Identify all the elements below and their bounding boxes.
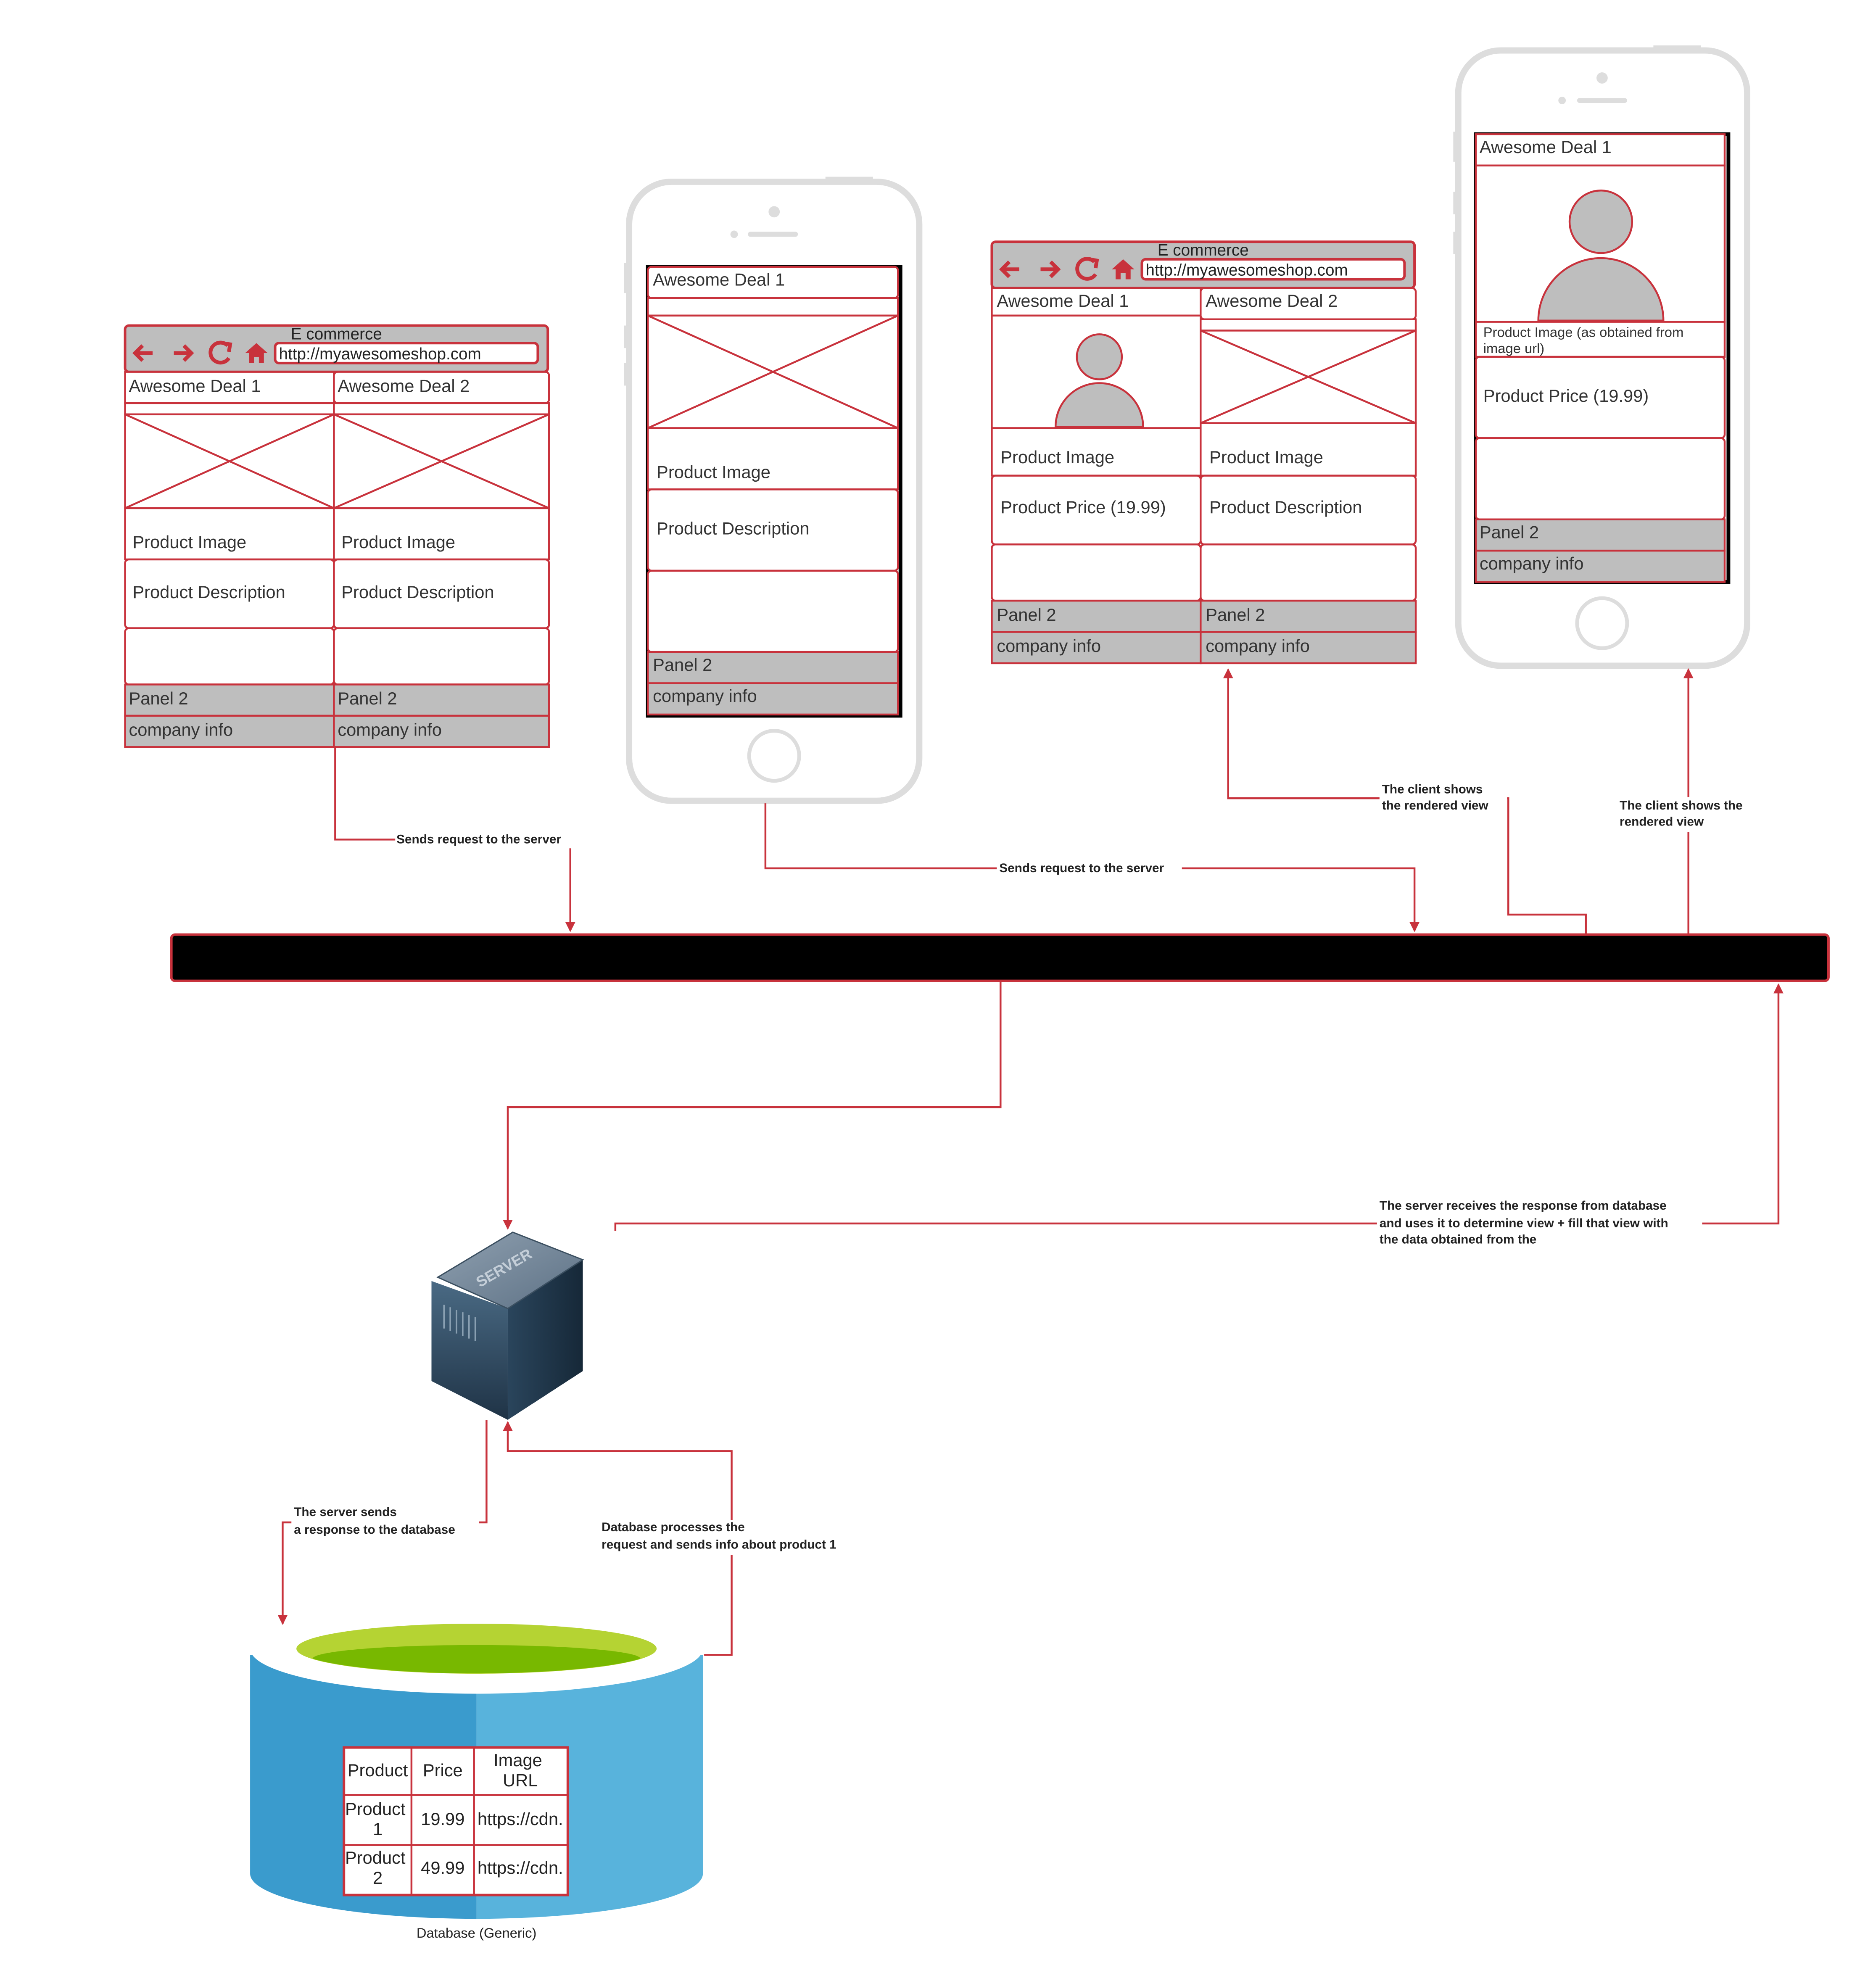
product-image-label: Product Image bbox=[132, 532, 246, 552]
table-header-image-url: Image URL bbox=[493, 1750, 547, 1790]
browser-mockup-1: E commerce http://myawesomeshop.com Awes bbox=[124, 324, 550, 748]
product-price-label: Product Price (19.99) bbox=[1483, 386, 1649, 406]
deal-1-title: Awesome Deal 1 bbox=[653, 269, 785, 289]
product-image-url-label: Product Image (as obtained from image ur… bbox=[1483, 324, 1688, 356]
table-header-product: Product bbox=[348, 1760, 408, 1780]
deal-2-title: Awesome Deal 2 bbox=[1206, 291, 1338, 311]
label-client-shows-2: The client shows the rendered view bbox=[1620, 799, 1746, 829]
company-info-label: company info bbox=[1206, 636, 1310, 656]
product-image-label: Product Image bbox=[657, 462, 770, 482]
product-description-label: Product Description bbox=[341, 582, 494, 602]
company-info-label: company info bbox=[1480, 554, 1584, 573]
label-sends-request-1: Sends request to the server bbox=[396, 832, 561, 846]
product-image-label: Product Image bbox=[1000, 447, 1114, 467]
home-button[interactable] bbox=[1575, 596, 1629, 650]
table-cell-product-1: Product 1 bbox=[345, 1799, 410, 1839]
database-caption: Database (Generic) bbox=[417, 1925, 537, 1941]
url-text: http://myawesomeshop.com bbox=[279, 345, 481, 363]
label-server-receives: The server receives the response from da… bbox=[1380, 1199, 1672, 1246]
arrow-right-icon[interactable] bbox=[1040, 260, 1061, 278]
server-bus bbox=[170, 933, 1830, 982]
table-cell-url-2: https://cdn. bbox=[478, 1858, 563, 1878]
panel-2-label: Panel 2 bbox=[997, 605, 1056, 625]
arrow-left-icon[interactable] bbox=[132, 344, 153, 362]
panel-2-label: Panel 2 bbox=[129, 688, 188, 708]
panel-2-label: Panel 2 bbox=[1206, 605, 1265, 625]
label-sends-request-2: Sends request to the server bbox=[999, 861, 1164, 875]
product-card-2 bbox=[1200, 287, 1417, 665]
product-price-label: Product Price (19.99) bbox=[1000, 497, 1166, 517]
deal-1-title: Awesome Deal 1 bbox=[1480, 137, 1612, 157]
speaker-icon bbox=[1577, 98, 1627, 103]
product-description-label: Product Description bbox=[132, 582, 285, 602]
arrow-right-icon[interactable] bbox=[174, 344, 194, 362]
product-image-label: Product Image bbox=[1209, 447, 1323, 467]
url-bar[interactable] bbox=[1140, 258, 1406, 281]
speaker-icon bbox=[748, 232, 798, 237]
arrow-left-icon[interactable] bbox=[999, 260, 1019, 278]
table-cell-product-2: Product 2 bbox=[345, 1848, 410, 1888]
browser-title: E commerce bbox=[1158, 241, 1249, 259]
home-icon[interactable] bbox=[245, 343, 268, 363]
connectors bbox=[277, 668, 1784, 1656]
home-icon[interactable] bbox=[1112, 259, 1135, 280]
product-description-label: Product Description bbox=[657, 518, 809, 538]
company-info-label: company info bbox=[997, 636, 1101, 656]
phone-mockup-2: Awesome Deal 1 Product Image (as obtaine… bbox=[1453, 45, 1750, 669]
table-header-price: Price bbox=[423, 1760, 463, 1780]
product-description-label: Product Description bbox=[1209, 497, 1362, 517]
product-card-1 bbox=[124, 371, 335, 748]
url-bar[interactable] bbox=[274, 342, 539, 364]
user-avatar-icon bbox=[1537, 190, 1665, 322]
deal-1-title: Awesome Deal 1 bbox=[997, 291, 1129, 311]
table-cell-url-1: https://cdn. bbox=[478, 1809, 563, 1829]
camera-icon bbox=[1596, 72, 1608, 84]
camera-icon bbox=[768, 206, 780, 218]
browser-mockup-2: E commerce http://myawesomeshop.com bbox=[990, 240, 1417, 665]
browser-title: E commerce bbox=[291, 325, 382, 343]
panel-2-label: Panel 2 bbox=[1480, 522, 1539, 542]
deal-1-title: Awesome Deal 1 bbox=[129, 376, 261, 396]
product-card-2 bbox=[333, 371, 550, 748]
company-info-label: company info bbox=[338, 720, 442, 739]
company-info-label: company info bbox=[129, 720, 233, 739]
panel-2-label: Panel 2 bbox=[653, 655, 712, 675]
url-text: http://myawesomeshop.com bbox=[1145, 261, 1348, 280]
reload-icon[interactable] bbox=[208, 340, 232, 365]
reload-icon[interactable] bbox=[1075, 257, 1099, 281]
home-button[interactable] bbox=[747, 729, 801, 783]
phone-mockup-1: Awesome Deal 1 Product Image Product Des… bbox=[624, 177, 923, 804]
database-table: Product Price Image URL Product 1 19.99 … bbox=[343, 1746, 569, 1896]
server-icon: SERVER bbox=[431, 1232, 584, 1420]
user-avatar-icon bbox=[1054, 333, 1144, 428]
panel-2-label: Panel 2 bbox=[338, 688, 397, 708]
label-db-processes: Database processes the request and sends… bbox=[602, 1520, 836, 1552]
product-image-label: Product Image bbox=[341, 532, 455, 552]
deal-2-title: Awesome Deal 2 bbox=[338, 376, 470, 396]
table-cell-price-1: 19.99 bbox=[421, 1809, 464, 1829]
label-server-sends: The server sends a response to the datab… bbox=[294, 1505, 455, 1537]
label-client-shows-1: The client shows the rendered view bbox=[1382, 782, 1489, 812]
company-info-label: company info bbox=[653, 686, 757, 706]
table-cell-price-2: 49.99 bbox=[421, 1858, 464, 1878]
